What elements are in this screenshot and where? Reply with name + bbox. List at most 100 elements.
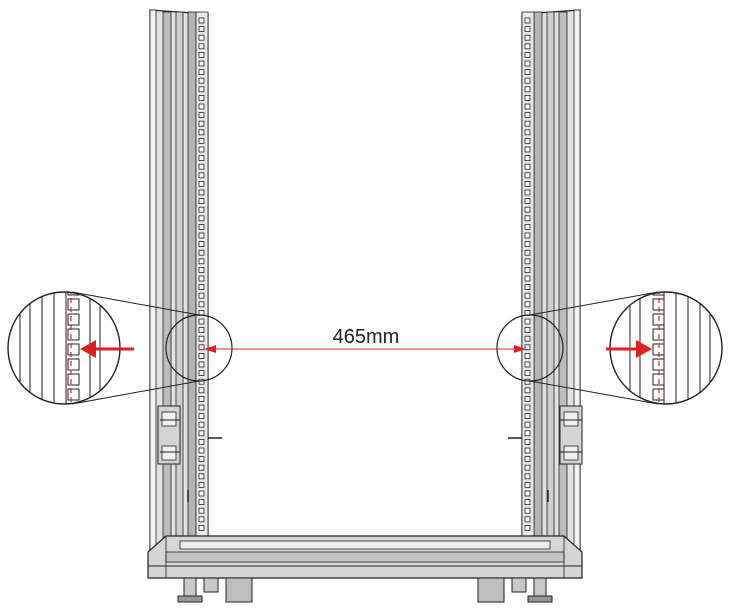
rail-square-hole [198, 275, 205, 282]
zoomed-square-hole [652, 403, 665, 404]
right-rail-square-holes [524, 17, 531, 531]
rail-square-hole [198, 137, 205, 144]
rail-square-hole [524, 421, 531, 428]
rail-square-hole [524, 189, 531, 196]
rail-square-hole [198, 266, 205, 273]
rail-square-hole [198, 241, 205, 248]
rail-square-hole [198, 421, 205, 428]
rail-square-hole [198, 507, 205, 514]
rail-square-hole [198, 86, 205, 93]
rail-square-hole [198, 60, 205, 67]
rail-square-hole [524, 327, 531, 334]
rail-square-hole [524, 413, 531, 420]
rail-square-hole [198, 404, 205, 411]
rail-square-hole [198, 206, 205, 213]
rail-square-hole [524, 120, 531, 127]
rail-square-hole [524, 284, 531, 291]
rail-square-hole [198, 223, 205, 230]
rail-square-hole [524, 198, 531, 205]
rail-square-hole [198, 464, 205, 471]
rail-square-hole [524, 137, 531, 144]
rail-square-hole [524, 456, 531, 463]
rail-square-hole [198, 17, 205, 24]
zoomed-square-hole [67, 388, 80, 401]
rail-square-hole [198, 301, 205, 308]
rail-square-hole [524, 43, 531, 50]
rail-square-hole [524, 95, 531, 101]
rail-square-hole [198, 249, 205, 256]
rail-square-hole [524, 344, 531, 351]
rail-square-hole [524, 395, 531, 402]
left-rail [149, 9, 222, 579]
rail-square-hole [524, 301, 531, 308]
rail-square-hole [524, 206, 531, 213]
rail-square-hole [524, 258, 531, 265]
zoomed-square-hole [67, 343, 80, 356]
rail-square-hole [524, 215, 531, 222]
rail-square-hole [524, 34, 531, 41]
right-insert-arrow [606, 340, 652, 358]
rail-square-hole [198, 481, 205, 488]
rail-square-hole [524, 112, 531, 118]
left-insert-arrow [80, 340, 134, 358]
rail-square-hole [524, 292, 531, 299]
rail-square-hole [524, 499, 531, 506]
rail-square-hole [198, 499, 205, 506]
rail-square-hole [524, 241, 531, 248]
rail-square-hole [198, 395, 205, 402]
rail-square-hole [524, 387, 531, 394]
rail-square-hole [524, 52, 531, 58]
rail-square-hole [198, 335, 205, 342]
rail-square-hole [198, 155, 205, 162]
rail-square-hole [524, 223, 531, 230]
rail-square-hole [198, 232, 205, 239]
rail-square-hole [524, 490, 531, 497]
rail-square-hole [198, 163, 205, 170]
rail-square-hole [198, 215, 205, 222]
rail-square-hole [198, 180, 205, 187]
rail-square-hole [198, 146, 205, 153]
rail-square-hole [198, 26, 205, 33]
dimension-arrow-right [514, 345, 526, 353]
rail-square-hole [524, 352, 531, 359]
rail-square-hole [198, 34, 205, 41]
rail-square-hole [198, 413, 205, 420]
rail-square-hole [198, 95, 205, 101]
rail-square-hole [198, 327, 205, 334]
rail-square-hole [524, 266, 531, 273]
rail-square-hole [198, 43, 205, 50]
rail-square-hole [524, 86, 531, 93]
zoomed-square-hole [67, 358, 80, 371]
rail-square-hole [524, 464, 531, 471]
rail-square-hole [524, 525, 531, 531]
width-dimension: 465mm [204, 326, 526, 353]
rail-square-hole [198, 189, 205, 196]
rail-square-hole [524, 507, 531, 514]
left-mounting-bracket [157, 405, 181, 465]
rail-square-hole [198, 198, 205, 205]
rail-square-hole [524, 129, 531, 136]
rail-square-hole [198, 112, 205, 118]
right-rail [508, 9, 583, 579]
dimension-arrow-left [204, 345, 216, 353]
rail-square-hole [198, 69, 205, 75]
rail-square-hole [524, 180, 531, 187]
rail-square-hole [198, 292, 205, 299]
rail-square-hole [524, 172, 531, 179]
rail-square-hole [198, 172, 205, 179]
rail-square-hole [524, 370, 531, 377]
rail-square-hole [198, 284, 205, 291]
rail-square-hole [524, 516, 531, 523]
rail-square-hole [524, 335, 531, 342]
rail-square-hole [524, 481, 531, 488]
rail-square-hole [524, 447, 531, 454]
rail-square-hole [524, 438, 531, 445]
rail-square-hole [198, 120, 205, 127]
rail-square-hole [524, 155, 531, 162]
rail-square-hole [524, 430, 531, 437]
zoomed-square-hole [67, 298, 80, 311]
right-zoom-callout [606, 291, 723, 405]
rail-square-hole [524, 26, 531, 33]
rail-square-hole [198, 490, 205, 497]
